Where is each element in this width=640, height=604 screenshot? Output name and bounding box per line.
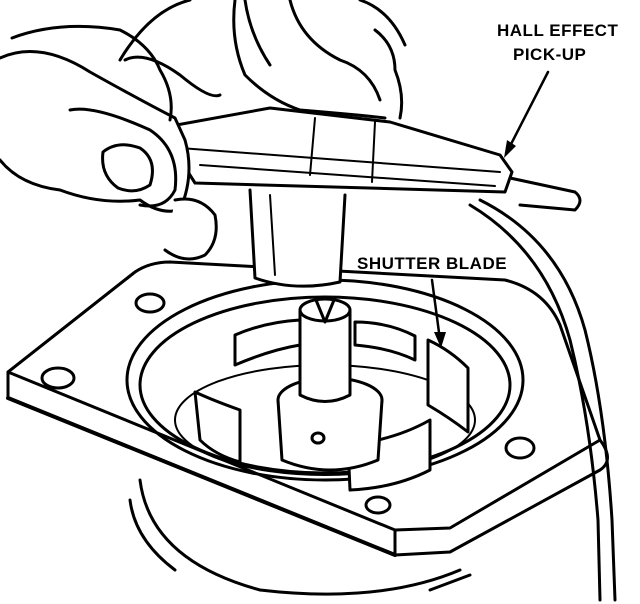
hand bbox=[0, 0, 407, 261]
leader-lines bbox=[430, 70, 550, 348]
hall-effect-arrowhead bbox=[504, 140, 516, 158]
shaft-hole bbox=[310, 431, 326, 445]
hall-effect-leader bbox=[506, 70, 550, 152]
shutter-blades bbox=[193, 318, 470, 492]
distributor-housing bbox=[128, 478, 472, 596]
hall-effect-label-line2: PICK-UP bbox=[513, 45, 587, 64]
shutter-blade-leader bbox=[430, 278, 442, 342]
shutter-blade-arrowhead bbox=[434, 332, 446, 348]
hall-effect-label-line1: HALL EFFECT bbox=[497, 21, 619, 40]
bolt-hole-left bbox=[40, 366, 76, 390]
hall-effect-pickup bbox=[158, 106, 617, 602]
shutter-blade-label: SHUTTER BLADE bbox=[357, 254, 508, 273]
center-shaft bbox=[276, 297, 384, 472]
bolt-hole-top bbox=[134, 292, 166, 314]
bolt-hole-bottom bbox=[364, 495, 392, 515]
bolt-hole-right bbox=[504, 436, 536, 460]
